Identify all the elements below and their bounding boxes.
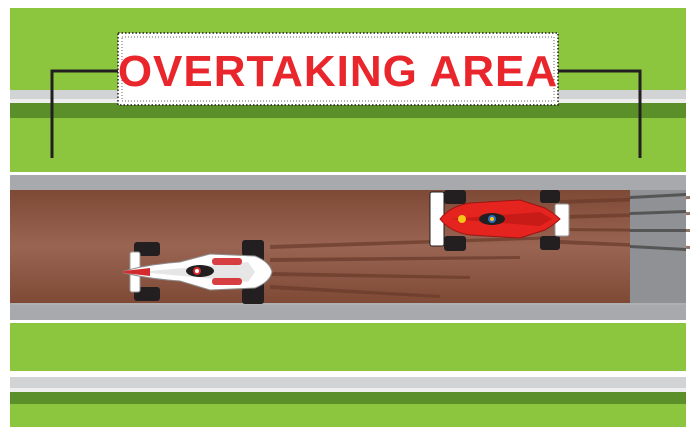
wheel — [444, 190, 466, 204]
mid-grass — [10, 118, 686, 172]
overtaking-banner: OVERTAKING AREA — [118, 33, 558, 105]
bottom-kerb — [10, 377, 686, 388]
wheel — [444, 236, 466, 251]
banner-title: OVERTAKING AREA — [118, 47, 558, 96]
bottom-grass — [10, 323, 686, 371]
bottom-kerb-line — [10, 388, 686, 392]
wheel — [242, 240, 264, 256]
track-white-line — [10, 320, 686, 323]
track-edge-top — [10, 175, 686, 190]
bottom-divider — [10, 371, 686, 377]
bottom-hedge — [10, 392, 686, 404]
tow-end-cap — [630, 190, 686, 303]
wheel — [540, 190, 560, 203]
wheel — [242, 288, 264, 304]
bottom-grass-2 — [10, 404, 686, 427]
wheel — [540, 236, 560, 250]
track-edge-bottom — [10, 305, 686, 320]
